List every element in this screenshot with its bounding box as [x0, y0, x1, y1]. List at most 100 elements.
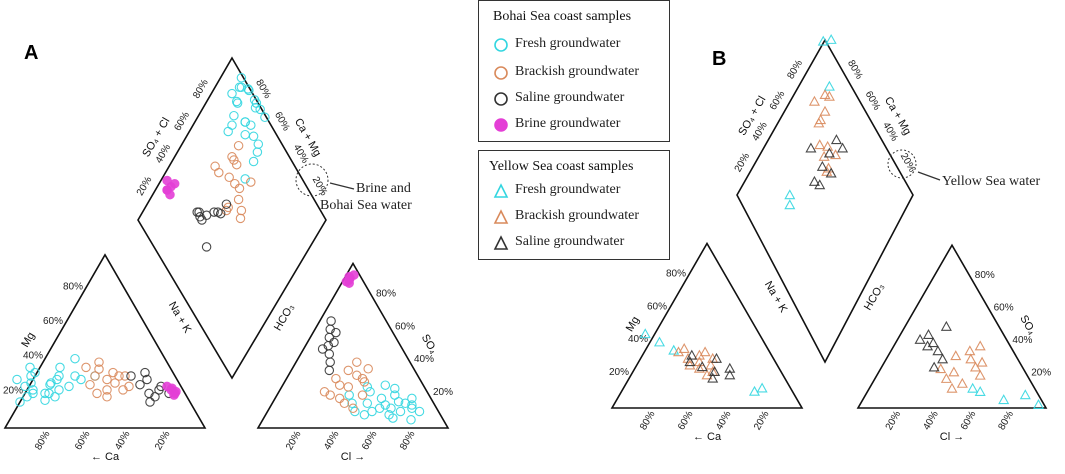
tick-label: 80%: [253, 78, 273, 101]
point-anion-saline-groundwater: [928, 361, 940, 372]
tick-label: 20%: [884, 409, 904, 432]
diamond: [736, 38, 914, 364]
point-cation-fresh-groundwater: [668, 344, 680, 355]
point-anion-fresh-groundwater: [1032, 399, 1045, 409]
point-anion-fresh-groundwater: [362, 382, 373, 392]
annotation-marks: [295, 149, 941, 197]
point-cation-fresh-groundwater: [46, 378, 56, 388]
point-cation-fresh-groundwater: [40, 395, 50, 406]
point-cation-brackish-groundwater: [92, 388, 102, 399]
bohai-legend-title: Bohai Sea coast samples: [493, 9, 632, 24]
point-anion-fresh-groundwater: [362, 398, 373, 409]
point-anion-brackish-groundwater: [976, 356, 988, 367]
point-anion-fresh-groundwater: [388, 413, 398, 423]
point-diamond-saline-groundwater: [805, 142, 817, 153]
point-cation-brackish-groundwater: [693, 356, 705, 367]
point-cation-saline-groundwater: [140, 367, 150, 378]
point-anion-saline-groundwater: [922, 340, 934, 351]
point-cation-fresh-groundwater: [15, 397, 25, 407]
tick-label: 20%: [433, 387, 453, 398]
point-anion-fresh-groundwater: [380, 380, 391, 390]
data-points: [12, 33, 1045, 425]
point-cation-saline-groundwater: [710, 352, 723, 363]
point-anion-brackish-groundwater: [325, 390, 335, 400]
point-cation-fresh-groundwater: [26, 378, 36, 388]
point-diamond-brackish-groundwater: [210, 161, 220, 172]
axis-label-hco3: HCO₃: [272, 302, 297, 333]
point-anion-brackish-groundwater: [948, 366, 960, 377]
point-anion-brackish-groundwater: [343, 382, 354, 392]
bohai-legend: Bohai Sea coast samples Fresh groundwate…: [478, 0, 670, 142]
tick-label: 80%: [33, 429, 53, 452]
point-cation-saline-groundwater: [126, 371, 136, 381]
point-diamond-brackish-groundwater: [233, 140, 244, 151]
point-anion-fresh-groundwater: [376, 393, 387, 404]
point-anion-fresh-groundwater: [347, 398, 357, 409]
point-diamond-saline-groundwater: [814, 179, 826, 190]
point-cation-saline-groundwater: [724, 362, 736, 373]
tick-label: 80%: [63, 281, 83, 292]
point-anion-fresh-groundwater: [344, 390, 354, 400]
point-anion-saline-groundwater: [326, 316, 336, 326]
tick-label: 80%: [845, 58, 865, 81]
legend-fresh-label: Fresh groundwater: [515, 36, 621, 51]
tick-label: 60%: [360, 429, 380, 452]
point-diamond-fresh-groundwater: [229, 110, 239, 121]
point-anion-saline-groundwater: [937, 353, 949, 364]
point-anion-brackish-groundwater: [950, 350, 962, 361]
point-anion-saline-groundwater: [317, 344, 328, 354]
point-diamond-brackish-groundwater: [823, 90, 835, 101]
axis-label-so4: SO₄: [1017, 313, 1038, 337]
point-diamond-fresh-groundwater: [823, 80, 835, 91]
annotation-yellow-sea: Yellow Sea water: [942, 174, 1041, 189]
fresh-triangle-icon: [493, 183, 509, 198]
point-diamond-brackish-groundwater: [822, 140, 834, 151]
tick-label: 40%: [322, 429, 342, 452]
tick-label: 20%: [609, 367, 629, 378]
point-anion-brackish-groundwater: [363, 364, 373, 374]
point-cation-fresh-groundwater: [76, 374, 86, 385]
panel-a-label: A: [24, 42, 39, 64]
point-anion-saline-groundwater: [922, 329, 935, 339]
point-cation-brackish-groundwater: [114, 371, 124, 381]
point-diamond-brackish-groundwater: [814, 139, 826, 150]
point-anion-brackish-groundwater: [964, 345, 976, 356]
point-cation-saline-groundwater: [150, 392, 160, 402]
cation-triangle: [610, 241, 804, 409]
point-anion-saline-groundwater: [324, 365, 335, 376]
point-cation-brackish-groundwater: [118, 385, 128, 395]
point-diamond-fresh-groundwater: [784, 189, 796, 200]
point-diamond-fresh-groundwater: [248, 131, 259, 142]
point-diamond-saline-groundwater: [221, 199, 232, 209]
point-cation-fresh-groundwater: [28, 388, 38, 399]
tick-label: 60%: [676, 409, 696, 432]
point-cation-brackish-groundwater: [120, 371, 130, 381]
point-anion-brackish-groundwater: [946, 382, 958, 393]
point-diamond-fresh-groundwater: [255, 104, 265, 115]
tick-label: 80%: [785, 58, 805, 81]
tick-label: 40%: [628, 334, 648, 345]
point-anion-saline-groundwater: [940, 320, 952, 331]
point-cation-brine-groundwater: [167, 383, 177, 393]
point-cation-saline-groundwater: [145, 397, 155, 407]
point-diamond-brackish-groundwater: [236, 205, 247, 216]
tick-label: 80%: [975, 270, 995, 281]
point-diamond-fresh-groundwater: [227, 88, 237, 99]
point-diamond-saline-groundwater: [194, 207, 204, 217]
annotation-brine-line2: Bohai Sea water: [320, 198, 412, 213]
point-anion-brackish-groundwater: [319, 387, 330, 397]
point-anion-fresh-groundwater: [407, 403, 417, 414]
point-diamond-brackish-groundwater: [246, 177, 256, 187]
point-anion-brackish-groundwater: [359, 377, 370, 387]
point-cation-brackish-groundwater: [81, 362, 91, 373]
point-diamond-saline-groundwater: [823, 147, 835, 158]
tick-label: 60%: [172, 110, 192, 133]
point-anion-brackish-groundwater: [348, 403, 358, 414]
point-cation-saline-groundwater: [709, 366, 721, 377]
point-anion-brackish-groundwater: [974, 340, 986, 351]
point-diamond-fresh-groundwater: [231, 96, 242, 107]
point-anion-brackish-groundwater: [352, 357, 362, 367]
point-cation-brackish-groundwater: [705, 359, 717, 370]
point-cation-brackish-groundwater: [94, 357, 104, 367]
